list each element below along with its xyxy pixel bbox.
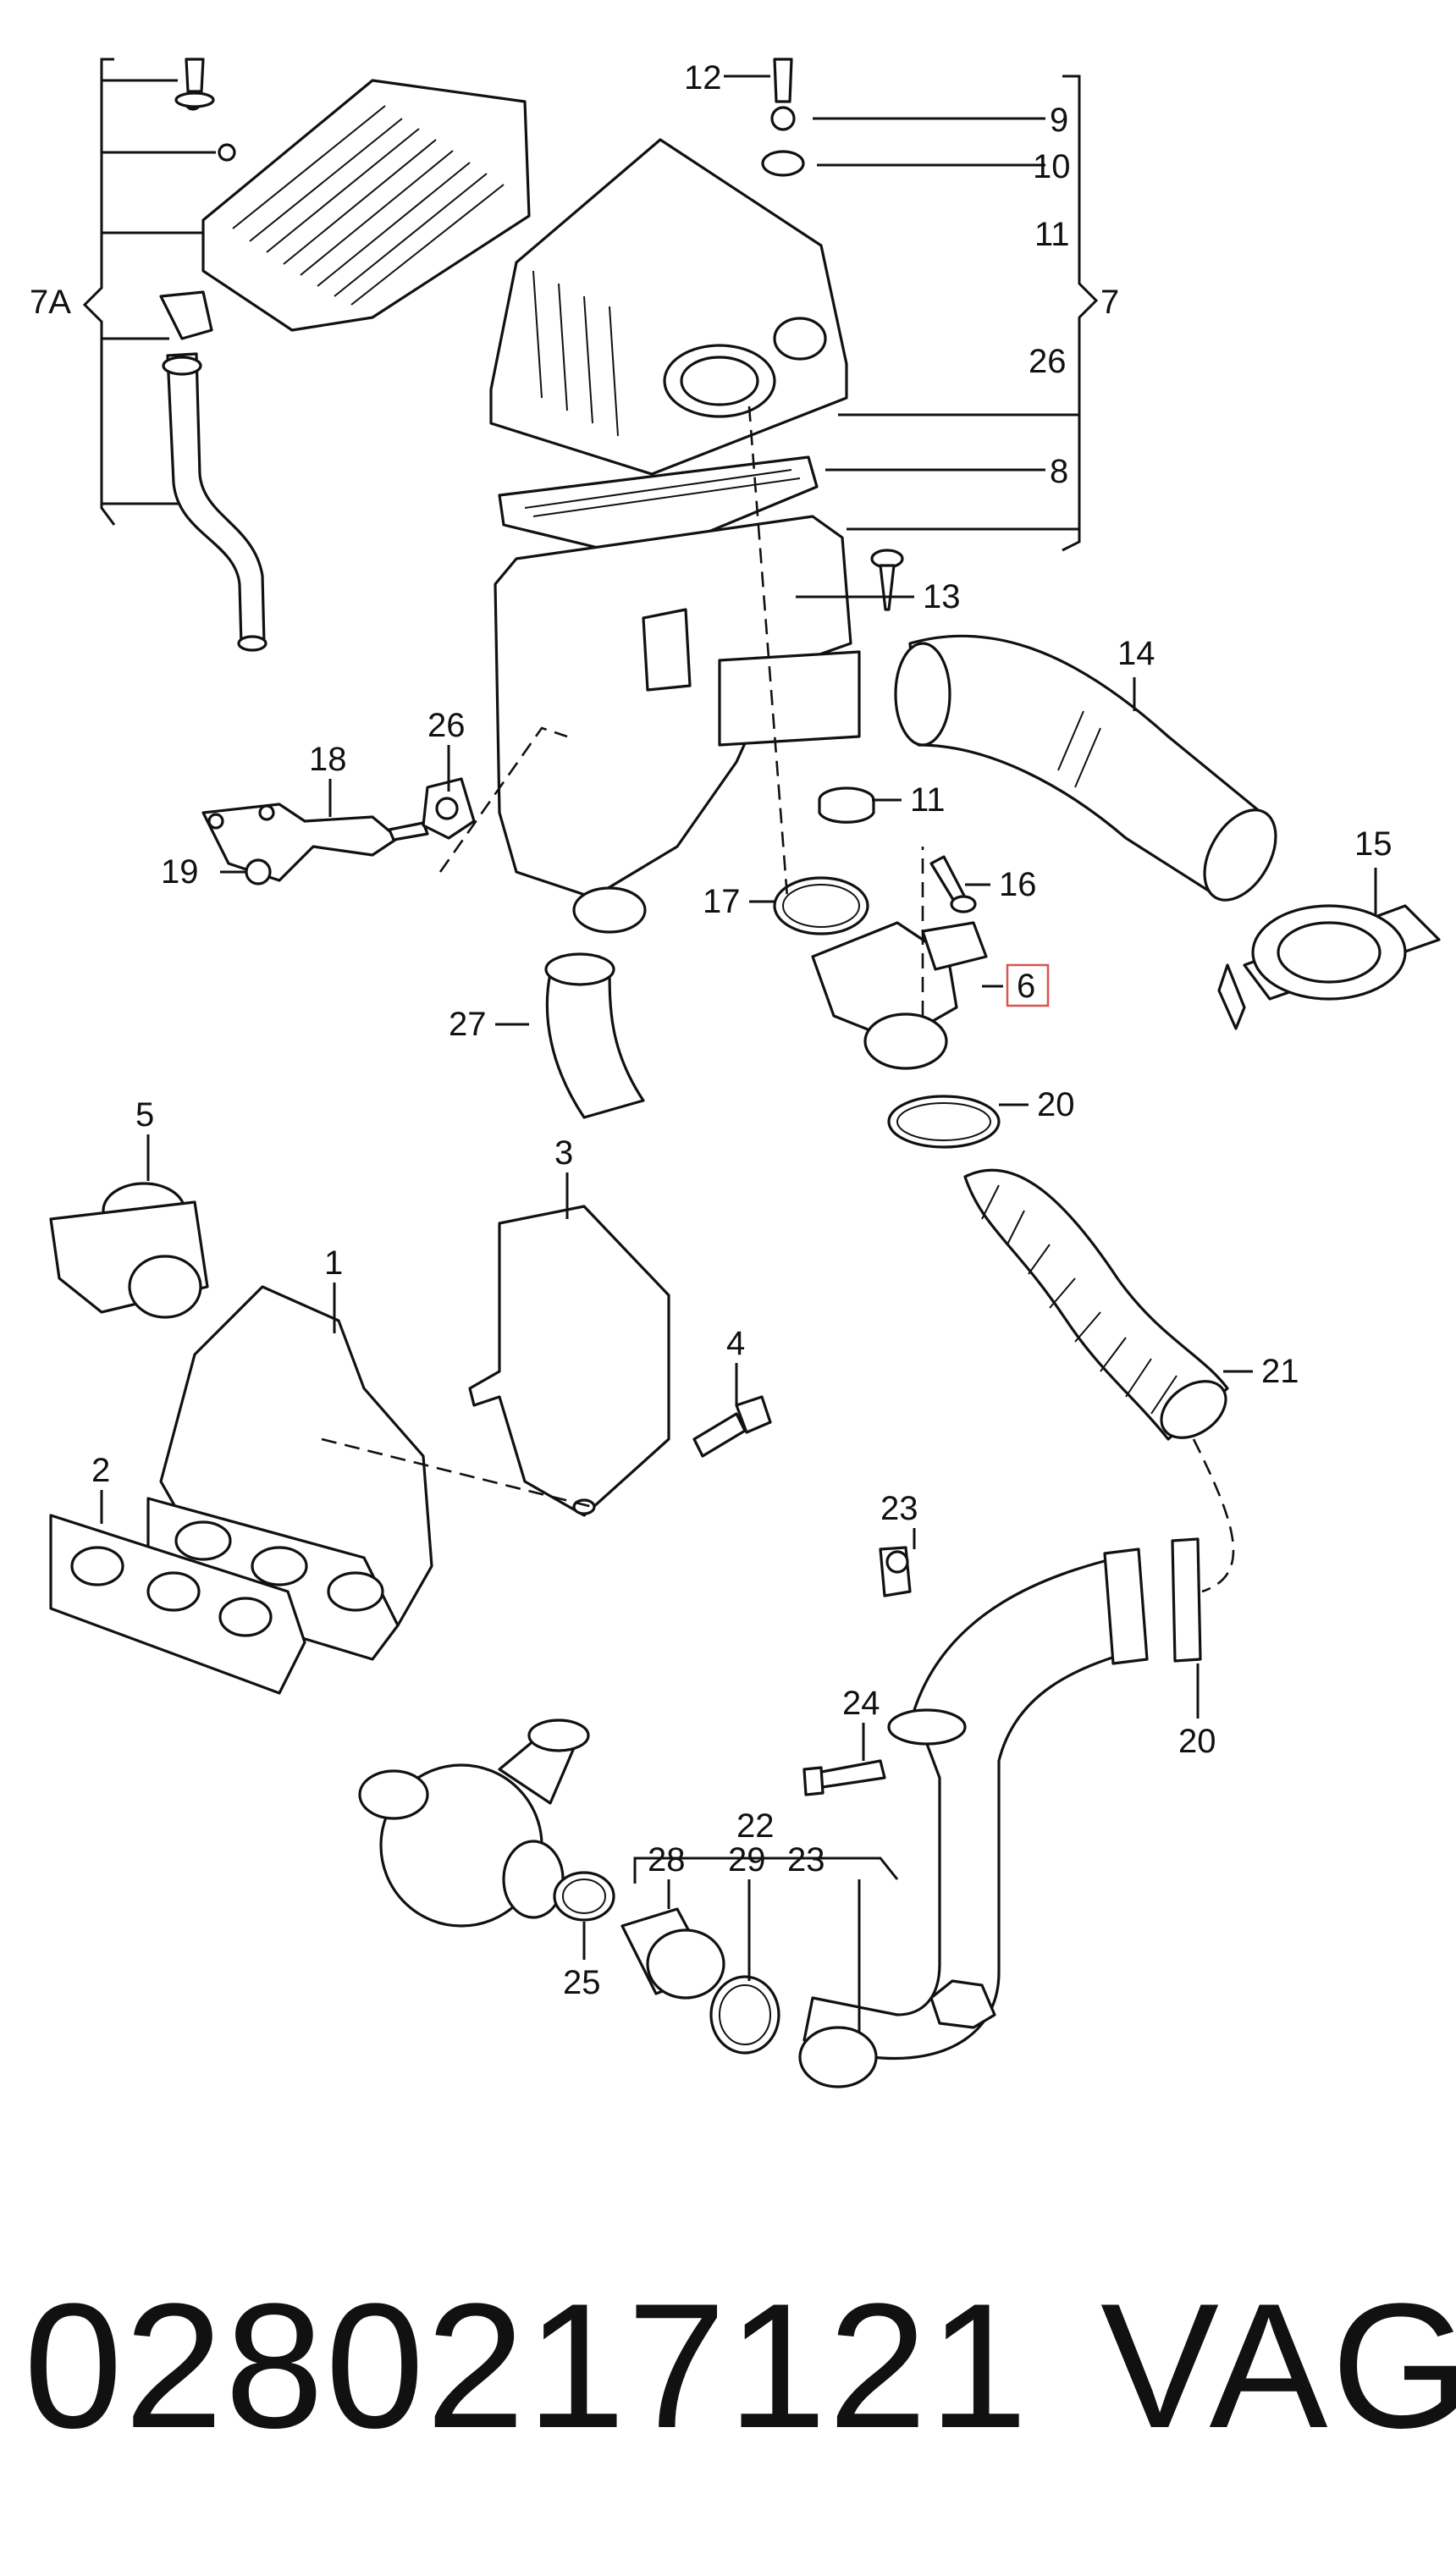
temperature-sensor (879, 1546, 912, 1597)
callout-20-top: 20 (1037, 1086, 1075, 1123)
heat-shield (468, 1205, 670, 1517)
callout-7a: 7A (30, 284, 71, 321)
callout-9: 9 (1050, 102, 1068, 139)
callout-2: 2 (91, 1452, 110, 1489)
air-filter-housing-lid (489, 138, 848, 476)
callout-21: 21 (1261, 1353, 1299, 1390)
callout-6: 6 (1017, 968, 1035, 1005)
egr-valve (49, 1182, 209, 1319)
tapping-screw-16 (929, 855, 977, 913)
callout-1: 1 (324, 1244, 343, 1282)
charge-air-pipe (802, 1537, 1202, 2061)
leader-lines (100, 74, 1377, 2032)
callout-19: 19 (161, 853, 199, 891)
callout-23-top: 23 (880, 1490, 918, 1527)
grommets-9-10-12 (761, 58, 805, 177)
corrugated-hose (963, 1168, 1229, 1441)
part-number: 0280217121 (24, 2266, 1029, 2465)
callout-11-top: 11 (1034, 216, 1070, 253)
callout-13: 13 (923, 578, 961, 615)
callout-7: 7 (1100, 284, 1119, 321)
bracket-7a (82, 58, 216, 526)
callout-26-mid: 26 (427, 707, 466, 744)
hose-clamp-20-lower (798, 2026, 878, 2088)
hose-clamp-25 (553, 1871, 615, 1922)
screw-fastener (174, 58, 215, 108)
rubber-grommet (818, 786, 875, 824)
callout-28: 28 (648, 1841, 686, 1879)
callout-27: 27 (449, 1006, 487, 1043)
elbow-hose (544, 952, 645, 1119)
air-duct-adapter (1217, 904, 1441, 1030)
air-filter-housing-base (494, 515, 861, 934)
hex-bolt (692, 1395, 772, 1458)
callout-11-mid: 11 (910, 781, 946, 819)
callout-4: 4 (726, 1325, 745, 1362)
callout-10: 10 (1033, 148, 1071, 185)
turbocharger (358, 1719, 590, 1928)
callout-20-bottom: 20 (1178, 1723, 1216, 1760)
hose-clamp-29 (709, 1975, 780, 2055)
callout-17: 17 (703, 883, 741, 920)
brand-name: VAG (1100, 2266, 1456, 2465)
manifold-gasket (49, 1514, 306, 1695)
exploded-parts-diagram: 7A 7 12 9 10 11 26 8 13 14 11 18 26 16 1… (30, 58, 1441, 2088)
callout-labels: 7A 7 12 9 10 11 26 8 13 14 11 18 26 16 1… (30, 59, 1393, 2001)
callout-12: 12 (684, 59, 722, 97)
callout-15: 15 (1354, 825, 1393, 863)
callout-29: 29 (728, 1841, 766, 1879)
pipe-bolt (802, 1759, 886, 1796)
bracket-7 (813, 74, 1099, 552)
callout-18: 18 (309, 741, 347, 778)
exhaust-manifold (146, 1285, 433, 1661)
mounting-bracket (201, 803, 429, 886)
callout-8: 8 (1050, 453, 1068, 490)
highlight-box (1006, 963, 1050, 1007)
callout-22: 22 (736, 1807, 775, 1845)
intake-hose (894, 634, 1277, 902)
callout-26-top: 26 (1029, 343, 1067, 380)
connector-lines (321, 406, 1235, 1593)
breather-hose (159, 290, 267, 652)
callout-3: 3 (554, 1134, 573, 1172)
engine-cover-plate (184, 79, 531, 332)
rubber-mount (422, 777, 476, 840)
callout-14: 14 (1117, 635, 1155, 672)
callout-25: 25 (563, 1964, 601, 2001)
callout-16: 16 (999, 866, 1037, 903)
tapping-screw (870, 549, 904, 611)
hose-clamp (887, 1095, 1001, 1149)
callout-23-bottom: 23 (787, 1841, 825, 1879)
callout-5: 5 (135, 1096, 154, 1134)
o-ring (773, 876, 869, 935)
coupling-seal (620, 1907, 725, 2000)
callout-24: 24 (842, 1685, 880, 1722)
air-mass-meter (811, 921, 988, 1070)
